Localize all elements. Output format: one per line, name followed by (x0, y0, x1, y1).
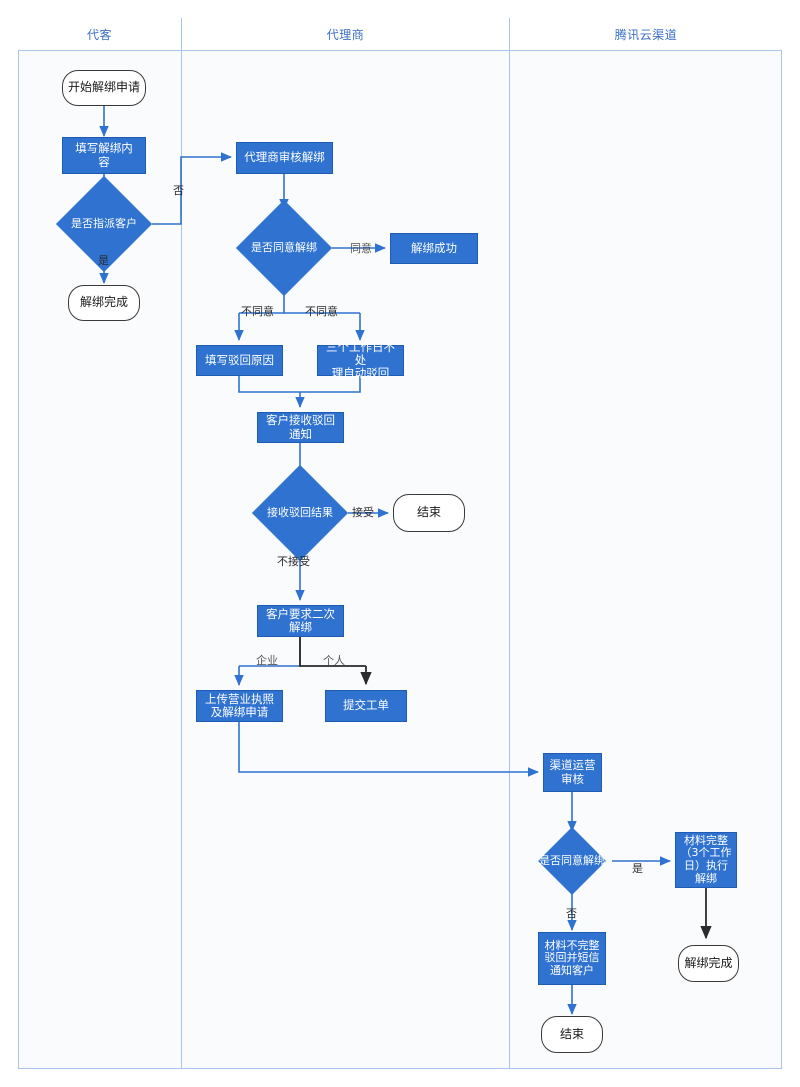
node-auto-reject-three-days[interactable]: 三个工作日不处 理自动驳回 (317, 340, 404, 380)
node-customer-receive-reject-notice[interactable]: 客户接收驳回 通知 (257, 412, 344, 443)
edge-label-yes-assign: 是 (98, 254, 109, 267)
node-material-complete-execute-unbind[interactable]: 材料完整 （3个工作 日）执行 解绑 (675, 832, 737, 888)
node-label: 是否指派客户 (71, 216, 137, 230)
edge-label-not-accept: 不接受 (277, 555, 310, 568)
node-decision-agree-unbind-channel[interactable]: 是否同意解绑 (538, 827, 606, 895)
lane-title-tencent-channel: 腾讯云渠道 (614, 28, 678, 42)
node-label: 是否同意解绑 (251, 240, 317, 254)
node-label: 是否同意解绑 (539, 853, 605, 867)
node-fill-reject-reason[interactable]: 填写驳回原因 (196, 345, 283, 376)
swimlane-frame (18, 18, 782, 1069)
edge-label-agree: 同意 (350, 242, 372, 255)
lane-divider-2 (509, 18, 510, 1069)
edge-label-disagree-right: 不同意 (305, 305, 338, 318)
lane-divider-1 (181, 18, 182, 1069)
node-agent-review-unbind[interactable]: 代理商审核解绑 (236, 142, 333, 174)
node-upload-license-and-application[interactable]: 上传营业执照 及解绑申请 (196, 690, 283, 722)
edge-label-no-assign: 否 (173, 184, 184, 197)
node-label: 接收驳回结果 (267, 505, 333, 519)
node-submit-ticket[interactable]: 提交工单 (325, 690, 407, 722)
node-end-channel[interactable]: 结束 (541, 1016, 603, 1053)
node-end-agent[interactable]: 结束 (393, 494, 465, 532)
node-decision-agree-unbind-agent[interactable]: 是否同意解绑 (235, 199, 333, 297)
lane-title-customer: 代客 (86, 28, 112, 42)
node-unbind-success[interactable]: 解绑成功 (390, 233, 478, 264)
node-fill-unbind-content[interactable]: 填写解绑内 容 (62, 137, 146, 174)
node-unbind-complete-customer[interactable]: 解绑完成 (68, 285, 140, 321)
node-customer-request-second-unbind[interactable]: 客户要求二次 解绑 (257, 605, 344, 637)
node-material-incomplete-reject-sms[interactable]: 材料不完整 驳回并短信 通知客户 (538, 932, 606, 985)
edge-label-channel-no: 否 (566, 907, 577, 920)
edge-label-channel-yes: 是 (632, 862, 643, 875)
swimlane-header-band (18, 18, 782, 51)
node-decision-assign-customer[interactable]: 是否指派客户 (55, 175, 153, 273)
edge-label-accept: 接受 (352, 506, 374, 519)
node-decision-receive-reject-result[interactable]: 接收驳回结果 (251, 464, 349, 562)
edge-label-disagree-left: 不同意 (241, 305, 274, 318)
node-unbind-complete-channel[interactable]: 解绑完成 (678, 945, 739, 982)
node-start-unbind-request[interactable]: 开始解绑申请 (62, 70, 146, 106)
edge-label-personal: 个人 (323, 654, 345, 667)
node-channel-ops-review[interactable]: 渠道运营 审核 (543, 753, 602, 792)
lane-title-agent: 代理商 (326, 28, 365, 42)
edge-label-enterprise: 企业 (256, 654, 278, 667)
